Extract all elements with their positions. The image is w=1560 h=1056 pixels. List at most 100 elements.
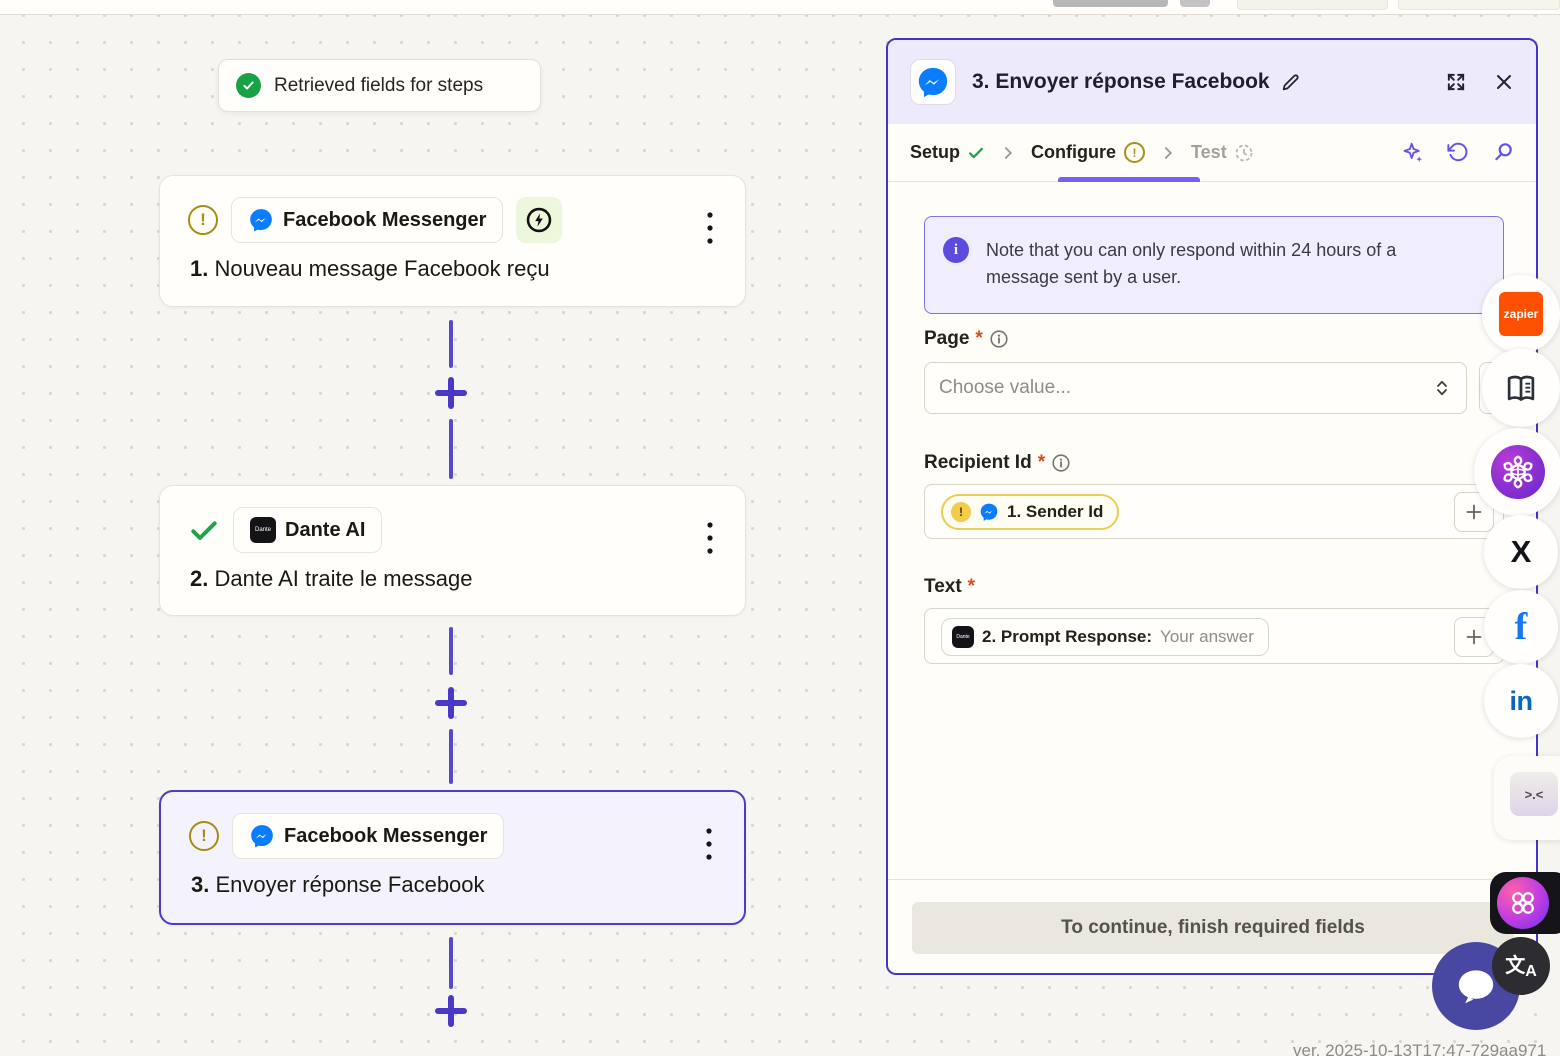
app-pill-label: Facebook Messenger	[284, 824, 488, 847]
step-title-text: Envoyer réponse Facebook	[209, 872, 485, 897]
toolbar-remnant	[1237, 0, 1388, 10]
app-pill-facebook-messenger[interactable]: Facebook Messenger	[232, 813, 505, 859]
dante-ai-icon: Dante	[250, 517, 276, 543]
brain-logo	[1497, 877, 1549, 929]
widget-card: >.<	[1494, 756, 1560, 840]
version-text: ver. 2025-10-13T17:47-729aa971	[1293, 1041, 1547, 1056]
close-panel-button[interactable]	[1494, 72, 1514, 92]
continue-disabled-button[interactable]: To continue, finish required fields	[912, 902, 1514, 954]
ai-copilot-button[interactable]	[1402, 141, 1424, 163]
active-tab-underline	[1058, 177, 1200, 182]
check-icon	[968, 147, 984, 158]
toast-label: Retrieved fields for steps	[274, 74, 484, 96]
tab-setup[interactable]: Setup	[910, 142, 985, 163]
share-facebook-button[interactable]: f	[1484, 590, 1558, 664]
rename-step-button[interactable]	[1280, 72, 1301, 93]
toolbar-remnant	[1180, 0, 1210, 7]
connector-line	[449, 729, 453, 784]
mapped-field-chip-prompt-response[interactable]: Dante 2. Prompt Response: Your answer	[941, 618, 1269, 656]
step-card-1[interactable]: ! Facebook Messenger 1. Nouveau message …	[159, 175, 746, 307]
panel-tabs: Setup Configure ! Test	[888, 124, 1536, 182]
page-select[interactable]: Choose value...	[924, 362, 1467, 414]
translate-button[interactable]: 文A	[1492, 937, 1550, 995]
text-input[interactable]: Dante 2. Prompt Response: Your answer	[924, 608, 1504, 664]
step-title: 3. Envoyer réponse Facebook	[191, 872, 744, 898]
step-title-text: Nouveau message Facebook reçu	[208, 256, 550, 281]
refresh-fields-button[interactable]	[1447, 141, 1469, 163]
expand-panel-button[interactable]	[1445, 71, 1467, 93]
tab-configure[interactable]: Configure !	[1031, 142, 1146, 163]
info-circle-icon	[1052, 454, 1070, 472]
top-bar	[0, 0, 1560, 15]
search-fields-button[interactable]	[1492, 141, 1514, 163]
step-number: 2.	[190, 566, 209, 591]
messenger-icon	[250, 209, 272, 232]
footer-divider	[888, 879, 1536, 880]
ai-assistant-button[interactable]	[1474, 428, 1560, 516]
rotate-ccw-icon	[1447, 142, 1468, 162]
clock-icon	[1235, 144, 1253, 161]
add-step-button[interactable]	[435, 687, 467, 719]
note-text: Note that you can only respond within 24…	[986, 240, 1397, 287]
ai-globe-logo	[1491, 445, 1545, 499]
toolbar-remnant	[1053, 0, 1168, 7]
connector-line	[449, 627, 453, 675]
tab-label: Configure	[1031, 142, 1117, 162]
docs-button[interactable]	[1482, 349, 1560, 427]
expand-icon	[1447, 73, 1465, 91]
required-marker: *	[967, 576, 976, 597]
add-step-button[interactable]	[435, 995, 467, 1027]
info-circle-icon	[990, 330, 1008, 348]
zapier-badge[interactable]: zapier	[1482, 275, 1560, 353]
translate-latin-glyph: A	[1525, 963, 1537, 980]
page-select-placeholder: Choose value...	[939, 377, 1072, 398]
toast-retrieved-fields: Retrieved fields for steps	[218, 59, 541, 112]
step-card-2[interactable]: Dante Dante AI 2. Dante AI traite le mes…	[159, 485, 746, 616]
chat-bubble-icon	[1458, 970, 1494, 1004]
toolbar-remnant	[1398, 0, 1560, 10]
tab-label: Test	[1191, 142, 1227, 162]
ai-extension-button[interactable]	[1490, 872, 1560, 934]
tab-test[interactable]: Test	[1191, 142, 1254, 163]
step-title-text: Dante AI traite le message	[208, 566, 473, 591]
step-number: 3.	[191, 872, 210, 897]
step-menu-button[interactable]	[699, 208, 721, 248]
warning-icon: !	[189, 821, 219, 851]
add-step-button[interactable]	[435, 377, 467, 409]
success-check-icon	[191, 521, 217, 540]
plus-icon	[1466, 629, 1482, 645]
pencil-icon	[1282, 73, 1299, 90]
info-icon: i	[943, 237, 969, 263]
app-pill-facebook-messenger[interactable]: Facebook Messenger	[231, 197, 504, 243]
chevron-right-icon	[999, 144, 1017, 162]
required-marker: *	[975, 328, 983, 349]
share-linkedin-button[interactable]: in	[1484, 664, 1558, 738]
translate-cjk-glyph: 文	[1505, 955, 1526, 977]
recipient-field-label-row: Recipient Id *	[924, 452, 1071, 474]
tab-label: Setup	[910, 142, 961, 162]
app-pill-dante-ai[interactable]: Dante Dante AI	[233, 507, 383, 553]
app-pill-label: Dante AI	[285, 518, 366, 541]
step-config-panel: 3. Envoyer réponse Facebook	[886, 38, 1538, 975]
panel-header: 3. Envoyer réponse Facebook	[888, 40, 1536, 124]
select-chevrons-icon	[1432, 378, 1452, 398]
step-number: 1.	[190, 256, 209, 281]
step-card-3-selected[interactable]: ! Facebook Messenger 3. Envoyer réponse …	[159, 790, 746, 925]
kaomoji-widget-button[interactable]: >.<	[1510, 772, 1558, 816]
messenger-icon	[251, 825, 273, 848]
step-menu-button[interactable]	[698, 824, 720, 864]
info-note: i Note that you can only respond within …	[924, 216, 1504, 314]
messenger-icon	[918, 67, 948, 98]
chip-label: 1. Sender Id	[1007, 502, 1104, 521]
step-menu-button[interactable]	[699, 518, 721, 558]
mapped-field-chip-sender-id[interactable]: ! 1. Sender Id	[941, 494, 1120, 530]
warning-icon: !	[1124, 142, 1146, 163]
step-title: 1. Nouveau message Facebook reçu	[190, 256, 745, 282]
warning-icon: !	[951, 502, 971, 522]
brain-loops-icon	[1512, 892, 1534, 914]
linkedin-logo: in	[1509, 685, 1534, 716]
search-icon	[1495, 143, 1512, 161]
share-x-button[interactable]: X	[1484, 515, 1558, 589]
recipient-id-input[interactable]: ! 1. Sender Id	[924, 484, 1504, 539]
